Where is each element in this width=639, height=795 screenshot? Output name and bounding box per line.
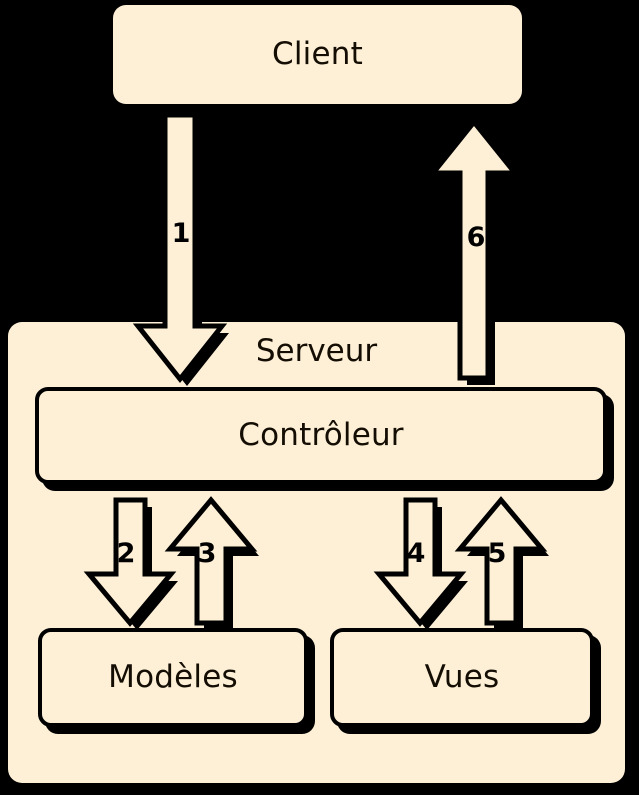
node-vues[interactable]: Vues — [330, 628, 594, 727]
node-client[interactable]: Client — [113, 5, 522, 104]
node-modeles[interactable]: Modèles — [38, 628, 308, 727]
node-client-label: Client — [272, 36, 363, 72]
node-controleur[interactable]: Contrôleur — [35, 387, 607, 484]
node-serveur-label: Serveur — [255, 333, 378, 369]
arrow-1-number: 1 — [171, 218, 191, 249]
node-controleur-label: Contrôleur — [238, 417, 404, 453]
arrow-6-number: 6 — [466, 222, 486, 253]
node-modeles-label: Modèles — [108, 659, 238, 695]
node-vues-label: Vues — [424, 659, 500, 695]
